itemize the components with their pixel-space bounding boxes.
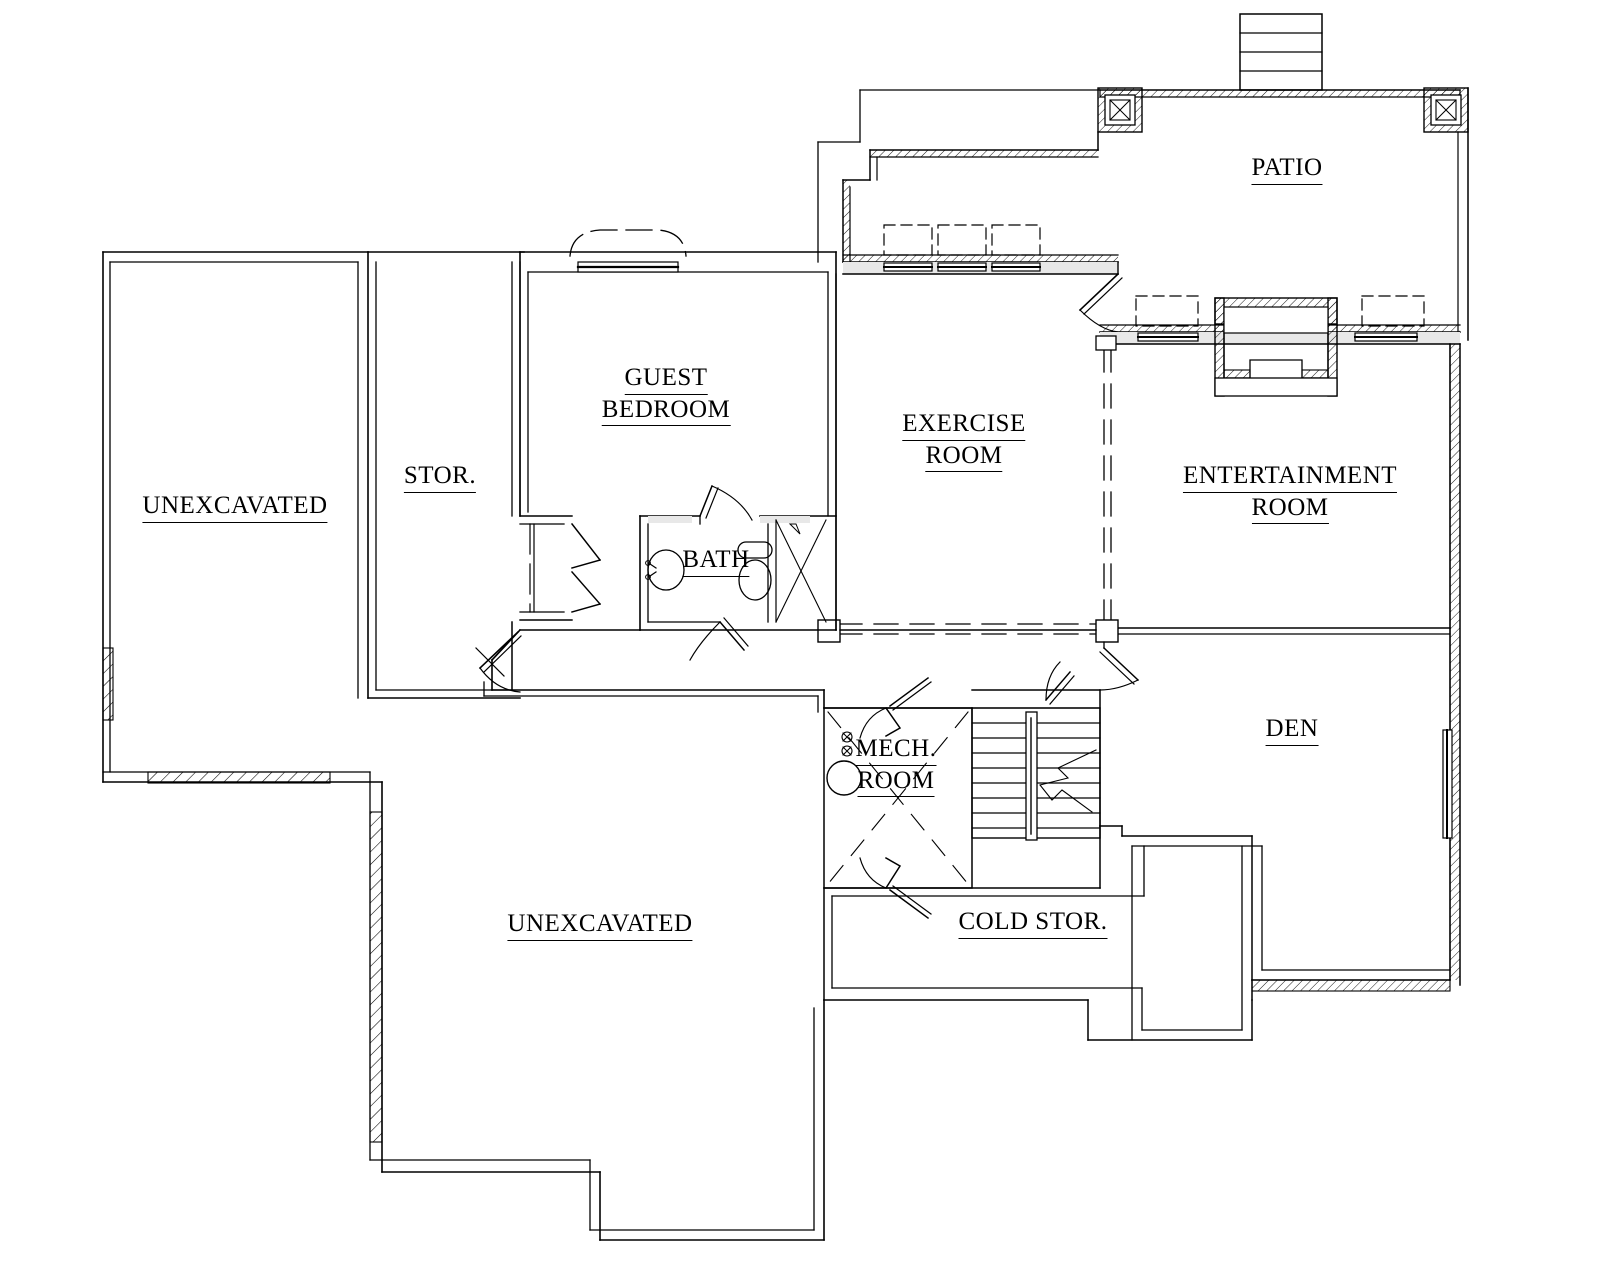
guest-bedroom-window [569,229,687,273]
cold-storage [823,825,1253,1041]
entertainment-room-top-wall [1099,295,1461,397]
exercise-room-outline [835,273,1097,631]
unexcavated-lower-outline [369,999,825,1241]
den-window [1442,729,1453,839]
patio-column-left [1097,87,1143,133]
mech-room [823,676,973,920]
chimney [1239,13,1323,91]
post-left [817,619,841,643]
beam-lines [817,335,1119,643]
patio-outline [817,13,1469,341]
sink-fixture [645,549,685,591]
stor-room [367,251,525,699]
post-right [1095,619,1119,643]
bath-room [639,485,837,661]
closet-bifold [519,515,602,621]
post-top [1095,335,1117,351]
stairs [971,641,1140,841]
door-stor [478,621,522,693]
exercise-room-top-wall [842,224,1123,333]
shower-fixture [775,519,827,623]
window-group-top [883,224,1041,272]
unexcavated-upper-outline [102,251,383,1173]
toilet-fixture [737,541,773,601]
furnace-marks [841,731,853,757]
guest-bedroom-outline [519,229,837,631]
den-outline [1099,689,1451,1041]
fireplace [1214,297,1338,397]
hallway [475,628,825,713]
patio-column-right [1423,87,1469,133]
right-exterior-wall [1442,343,1461,986]
water-heater [826,760,862,796]
